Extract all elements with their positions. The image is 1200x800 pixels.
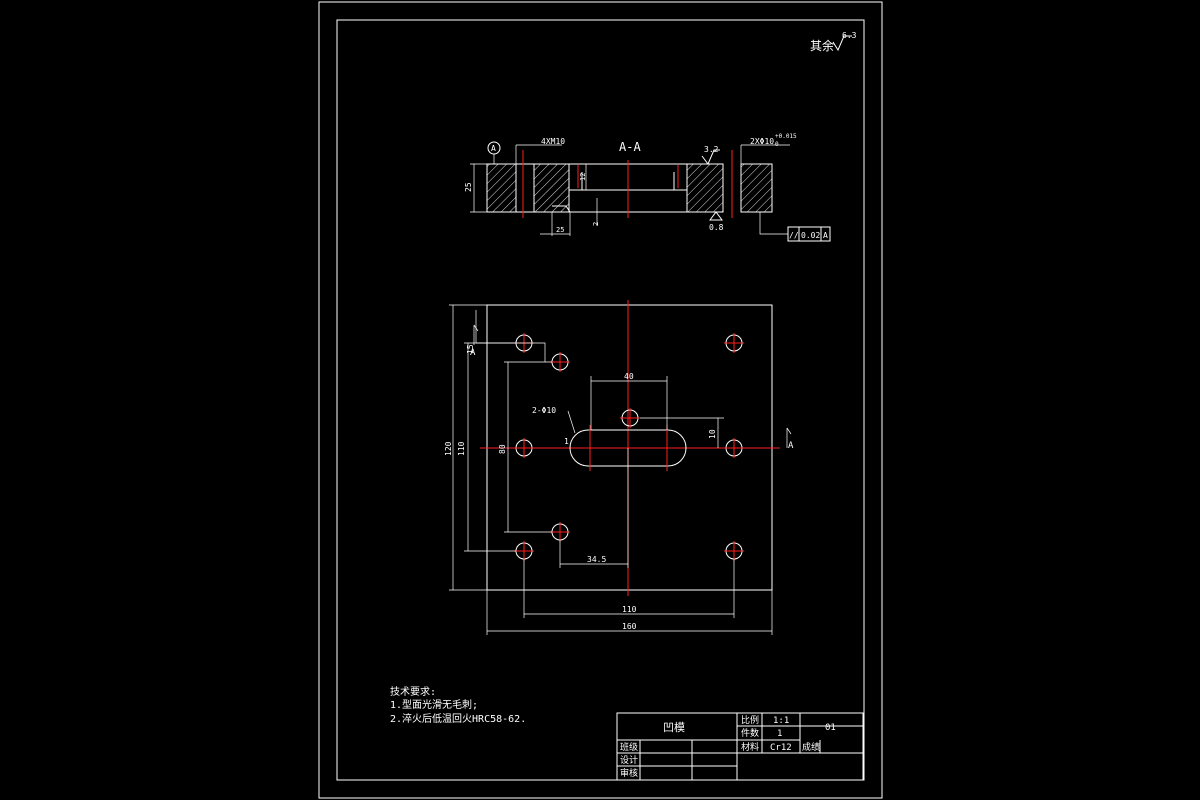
drawing-no: 01 bbox=[825, 723, 836, 733]
scale-value: 1:1 bbox=[773, 716, 789, 726]
hatch-block-left-2 bbox=[533, 163, 570, 213]
height-dim: 25 bbox=[464, 182, 473, 192]
material-label: 材料 bbox=[741, 741, 759, 753]
tech-notes: 技术要求: 1.型面光滑无毛刺; 2.淬火后低温回火HRC58-62. bbox=[390, 685, 526, 725]
qty-label: 件数 bbox=[741, 727, 759, 739]
step-dim: 2 bbox=[592, 222, 600, 226]
tech-note-1: 1.型面光滑无毛刺; bbox=[390, 698, 478, 711]
fit-tol-upper: +0.015 bbox=[775, 133, 797, 140]
parallelism-value: 0.02 bbox=[801, 231, 820, 240]
hatch-block-left-1 bbox=[486, 163, 517, 213]
hatch-block-right-1 bbox=[686, 163, 724, 213]
roughness-note: 其余 6.3 bbox=[810, 31, 857, 53]
rough-bottom: 0.8 bbox=[709, 223, 724, 232]
plan-view: 40 10 2-Φ10 1 120 110 80 15 34.5 110 160… bbox=[444, 300, 794, 635]
outer-border bbox=[318, 1, 883, 799]
inner-frame bbox=[336, 19, 865, 781]
roughness-label: 其余 bbox=[810, 38, 834, 53]
slot-label: 2-Φ10 bbox=[532, 406, 556, 415]
section-marker-right: A bbox=[788, 441, 794, 451]
tech-title: 技术要求: bbox=[390, 685, 436, 698]
title-block: 凹模 比例 1:1 01 件数 1 材料 Cr12 成绩 班级 设计 审核 bbox=[616, 712, 864, 781]
section-marker-left: A bbox=[470, 348, 476, 358]
fit-label: 2XΦ10 bbox=[750, 137, 774, 146]
part-name: 凹模 bbox=[663, 721, 685, 734]
section-title: A-A bbox=[619, 140, 641, 154]
slot-mark: 1 bbox=[564, 437, 569, 446]
parallelism-datum: A bbox=[823, 231, 828, 240]
drawn-label: 班级 bbox=[620, 741, 638, 753]
rough-top: 3.2 bbox=[704, 145, 719, 154]
dim-110-h: 110 bbox=[622, 605, 637, 614]
datum-symbol: A bbox=[491, 144, 496, 153]
dim-40: 40 bbox=[624, 372, 634, 381]
grade-label: 成绩 bbox=[802, 741, 820, 753]
dim-34-5: 34.5 bbox=[587, 555, 606, 564]
pocket-width: 25 bbox=[556, 226, 564, 234]
qty-value: 1 bbox=[777, 729, 782, 739]
section-view: A-A 25 A 4XM10 12 2 25 bbox=[464, 133, 831, 242]
dim-15: 15 bbox=[466, 344, 475, 354]
slot bbox=[569, 429, 687, 467]
counterbore-label: 4XM10 bbox=[541, 137, 565, 146]
holes bbox=[514, 333, 744, 561]
roughness-value: 6.3 bbox=[842, 31, 857, 40]
hatch-block-right-2 bbox=[740, 163, 773, 213]
dim-160: 160 bbox=[622, 622, 637, 631]
dim-120: 120 bbox=[444, 441, 453, 456]
design-label: 设计 bbox=[620, 754, 638, 766]
fit-tol-lower: 0 bbox=[775, 141, 779, 148]
parallelism-symbol: // bbox=[789, 231, 799, 240]
tech-note-2: 2.淬火后低温回火HRC58-62. bbox=[390, 712, 526, 725]
scale-label: 比例 bbox=[741, 714, 759, 726]
dim-80: 80 bbox=[498, 444, 507, 454]
material-value: Cr12 bbox=[770, 743, 792, 753]
review-label: 审核 bbox=[620, 767, 638, 779]
dim-10: 10 bbox=[708, 429, 717, 439]
pocket-depth: 12 bbox=[579, 173, 587, 181]
dim-110: 110 bbox=[457, 441, 466, 456]
